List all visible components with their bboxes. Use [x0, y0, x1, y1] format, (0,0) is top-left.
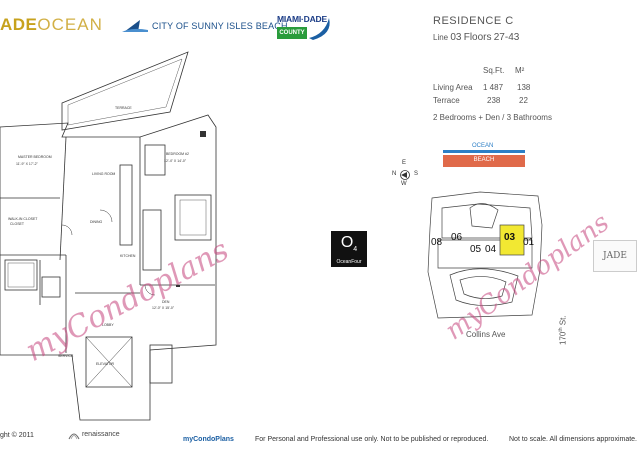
unit-label: 01 [523, 237, 535, 248]
row-sqft: 1 487 [483, 83, 504, 92]
label-elevator: ELEVATOR [96, 362, 115, 366]
o4-small: OceanFour [336, 259, 362, 266]
compass: E N S W [390, 160, 420, 190]
copyright: ght © 2011 [0, 432, 34, 439]
label-lobby: LOBBY [102, 323, 114, 327]
compass-n: N [392, 171, 397, 177]
floor-plan-drawing: TERRACE MASTER BEDROOM 11'-9" X 17'-2" L… [0, 51, 217, 421]
unit-label: 06 [451, 232, 463, 243]
floors-label: Floors [463, 32, 492, 43]
beach-label: BEACH [473, 157, 495, 163]
o4-sub: 4 [353, 246, 358, 254]
dade-ocean-logo: ADEOCEAN [0, 15, 103, 35]
ocean-bar [443, 150, 525, 153]
city-name: CITY OF SUNNY ISLES BEACH [152, 21, 288, 31]
row-m2: 22 [519, 96, 528, 105]
o4-big: O [340, 234, 354, 251]
line-value: 03 [450, 32, 462, 43]
unit-label: 04 [485, 244, 497, 255]
site-plan-outline [427, 191, 543, 319]
label-den: DEN [162, 300, 170, 304]
brand-prefix: ADE [0, 15, 38, 34]
md-top-text: MIAMI·DADE [277, 14, 327, 24]
beach-bar [443, 155, 525, 167]
label-terrace: TERRACE [115, 106, 132, 110]
mycondoplans-link[interactable]: myCondoPlans [183, 436, 234, 443]
col-sqft: Sq.Ft. [483, 66, 505, 75]
label-master-bedroom: MASTER BEDROOM [18, 155, 52, 159]
renaissance-text: renaissance [81, 430, 120, 438]
label-service: SERVICE [58, 354, 74, 358]
scale-notice: Not to scale. All dimensions approximate… [509, 436, 638, 443]
row-m2: 138 [517, 83, 531, 92]
room-summary: 2 Bedrooms + Den / 3 Bathrooms [433, 113, 552, 122]
street-suffix: St. [558, 315, 568, 326]
street-170-label: 170th St. [558, 315, 568, 345]
wave-icon [122, 20, 148, 32]
md-bottom-text: COUNTY [277, 27, 307, 39]
floors-value: 27-43 [493, 32, 520, 43]
sunny-isles-logo: CITY OF SUNNY ISLES BEACH [122, 18, 288, 34]
swoosh-icon [309, 18, 330, 40]
brand-suffix: OCEAN [37, 15, 103, 34]
jade-logo: JADE [593, 240, 637, 272]
col-m2: M² [515, 66, 525, 75]
residence-title: RESIDENCE C [433, 15, 514, 27]
row-label: Living Area [433, 83, 473, 92]
miami-dade-logo: MIAMI·DADE COUNTY [277, 14, 335, 40]
compass-icon [400, 170, 410, 180]
site-plan: 08 06 05 04 03 01 [420, 180, 555, 325]
compass-w: W [401, 181, 407, 187]
line-label: Line [433, 33, 449, 42]
ocean-four-logo: O4 OceanFour [331, 231, 367, 267]
residence-line-floors: Line 03 Floors 27-43 [433, 32, 519, 43]
street-sup: th [558, 327, 564, 332]
collins-ave-label: Collins Ave [466, 330, 506, 339]
row-sqft: 238 [487, 96, 501, 105]
row-label: Terrace [433, 96, 460, 105]
compass-s: S [414, 171, 419, 177]
label-living-room: LIVING ROOM [92, 172, 115, 176]
label-bedroom2-dims: 12'-4" X 14'-0" [164, 159, 187, 163]
label-closet: CLOSET [10, 222, 25, 226]
unit-label: 08 [431, 237, 443, 248]
label-bedroom2: BEDROOM #2 [166, 152, 189, 156]
usage-notice: For Personal and Professional use only. … [255, 436, 489, 443]
renaissance-icon [68, 433, 80, 440]
renaissance-logo: renaissance [68, 428, 120, 440]
label-kitchen: KITCHEN [120, 254, 136, 258]
street-number: 170 [558, 331, 568, 345]
floor-plan: TERRACE MASTER BEDROOM 11'-9" X 17'-2" L… [0, 45, 230, 430]
unit-label-highlight: 03 [504, 232, 516, 243]
label-den-dims: 12'-0" X 15'-0" [152, 306, 175, 310]
compass-e: E [402, 160, 407, 166]
label-master-dims: 11'-9" X 17'-2" [16, 162, 39, 166]
label-dining: DINING [90, 220, 103, 224]
unit-label: 05 [470, 244, 482, 255]
ocean-label: OCEAN [472, 143, 494, 149]
label-walkin: WALK-IN CLOSET [8, 217, 38, 221]
